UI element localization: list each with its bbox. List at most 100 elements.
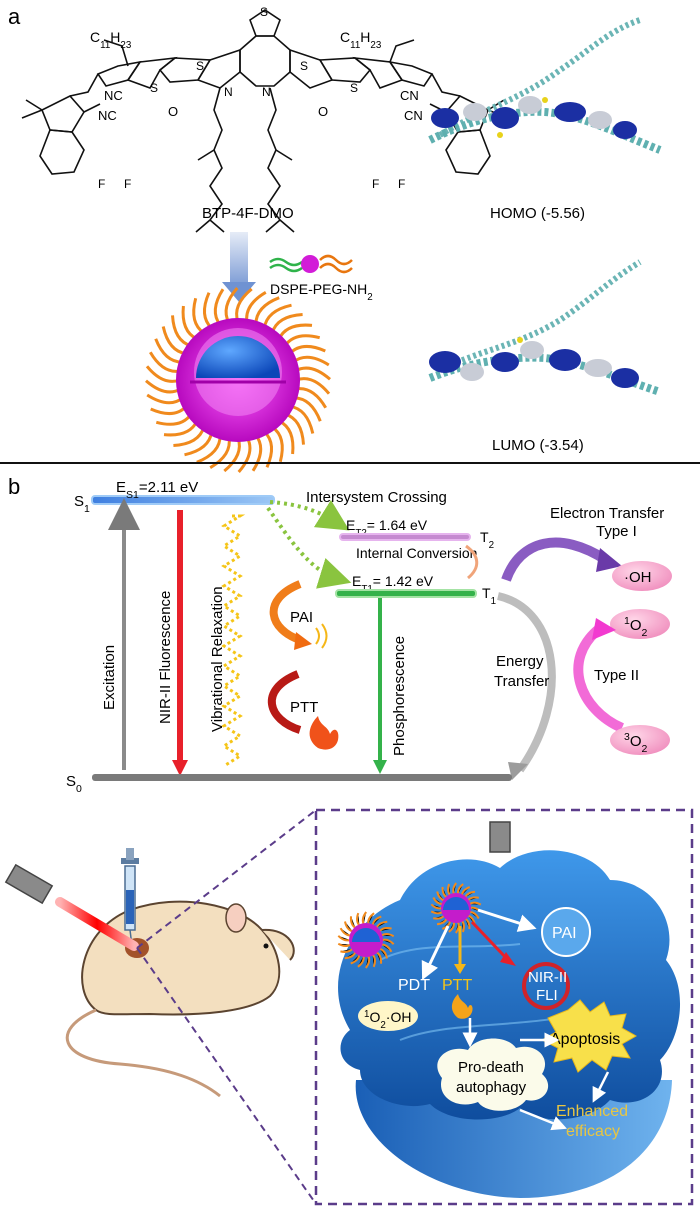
peg-chain [380,932,395,938]
panel-divider [0,462,700,464]
autophagy-cloud [437,1038,549,1111]
peg-chain [430,910,444,915]
nanoparticle-small-center [430,882,482,934]
homo-orbital-render [428,17,662,154]
panel-a-letter: a [8,4,21,29]
peg-chain [361,911,368,925]
t1-label: T1 [482,585,496,607]
phosphorescence-label: Phosphorescence [391,636,408,756]
peg-chain [381,943,393,953]
peg-chain [283,334,321,347]
s1-label: S1 [74,493,90,515]
triplet-oxygen-label: 3O2 [624,731,648,755]
lumo-label: LUMO (-3.54) [492,437,584,454]
oh-radical-bubble [612,561,672,591]
internal-conversion-label: Internal Conversion [356,545,477,561]
type2-arrow [573,624,625,733]
btp-4f-dmo-structure [21,9,509,233]
peg-chain [350,954,361,965]
sulfur-right-2: S [350,81,358,95]
peg-chain [271,425,284,463]
nir-fli-label-line2: FLI [536,987,558,1004]
vibrational-relaxation-label: Vibrational Relaxation [209,586,226,732]
peg-chain [344,921,353,933]
lumo-orbital-render [428,259,662,396]
excitation-label: Excitation [101,645,118,710]
nitrile-right-label-2: CN [404,108,423,123]
arrow-to-pdt [421,925,450,981]
triplet-oxygen-bubble [610,725,670,755]
vibrational-relaxation-wave [221,514,246,768]
t2-energy-level [339,533,471,541]
type1-label: Type I [596,523,637,540]
carbonyl-right-label: O [318,104,328,119]
panel-b-letter: b [8,474,20,499]
peg-chain [375,951,383,964]
energy-transfer-label-2: Transfer [494,673,549,690]
sulfur-right-1: S [300,59,308,73]
peg-chain [146,393,184,405]
peg-chain [375,920,388,929]
sulfur-left-1: S [196,59,204,73]
peg-chain [150,405,188,415]
peg-chain [468,901,482,906]
nitrogen-right: N [262,85,271,99]
fluorine-right-2: F [398,177,405,191]
autophagy-label-line2: autophagy [456,1079,527,1096]
arrow-to-pai [477,908,537,932]
nitrogen-left: N [224,85,233,99]
sulfur-left-2: S [150,81,158,95]
efficacy-label-line1: Enhanced [556,1103,628,1120]
peg-chain [339,927,351,937]
t1-energy-level [335,589,477,598]
peg-chain [192,297,205,335]
arrow-autophagy-to-efficacy [519,1108,567,1131]
electron-transfer-label: Electron Transfer [550,505,664,522]
nitrile-right-label: CN [400,88,419,103]
pai-bubble-label: PAI [552,925,577,942]
connector-dash-bottom [136,947,317,1205]
isc-label: Intersystem Crossing [306,489,447,506]
ptt-label: PTT [290,699,318,716]
nir-fluorescence-label: NIR-II Fluorescence [157,591,174,724]
nir-fli-ring [522,962,570,1010]
autophagy-label-line1: Pro-death [458,1059,524,1076]
peg-chain [349,916,357,929]
pdt-label: PDT [398,977,430,994]
peg-chain [292,355,330,367]
alkyl-left-label: C11H23 [90,29,132,51]
polymer-label: DSPE-PEG-NH2 [270,281,373,303]
pai-bubble [541,907,591,957]
tumor-zoom-box [314,808,694,1206]
arrow-to-nir [470,920,510,962]
s0-label: S0 [66,773,82,795]
ptt-tumor-label: PTT [442,977,472,994]
peg-chain [263,430,273,468]
alkyl-right-label: C11H23 [340,29,382,51]
singlet-oxygen-label: 1O2 [624,615,648,639]
peg-chain [371,953,376,968]
energy-transfer-label-1: Energy [496,653,544,670]
ros-label: 1O2·OH [364,1009,411,1031]
connector-dash-top [136,809,317,949]
peg-chain [288,345,326,355]
efficacy-label-line2: efficacy [566,1123,620,1140]
peg-chain [203,292,213,330]
nir-fli-label-line1: NIR-II [528,969,567,986]
nanoparticle-illustration [145,287,331,473]
peg-chain [344,951,357,960]
ptt-curved-arrow [267,670,302,734]
sulfur-top-label: S [260,5,268,19]
t2-label: T2 [480,529,494,551]
isc-dotted-arrow-upper [269,499,350,531]
fluorine-left-2: F [124,177,131,191]
carbonyl-left-label: O [168,104,178,119]
fluorine-left-1: F [98,177,105,191]
energy-transfer-arrow [496,592,556,773]
arrow-apoptosis-to-efficacy [592,1071,610,1103]
peg-chain [337,935,351,942]
s0-ground-level [92,774,512,781]
nitrile-left-label: NC [104,88,123,103]
peg-chain [371,915,382,926]
dspe-peg-nh2-icon [269,254,353,274]
